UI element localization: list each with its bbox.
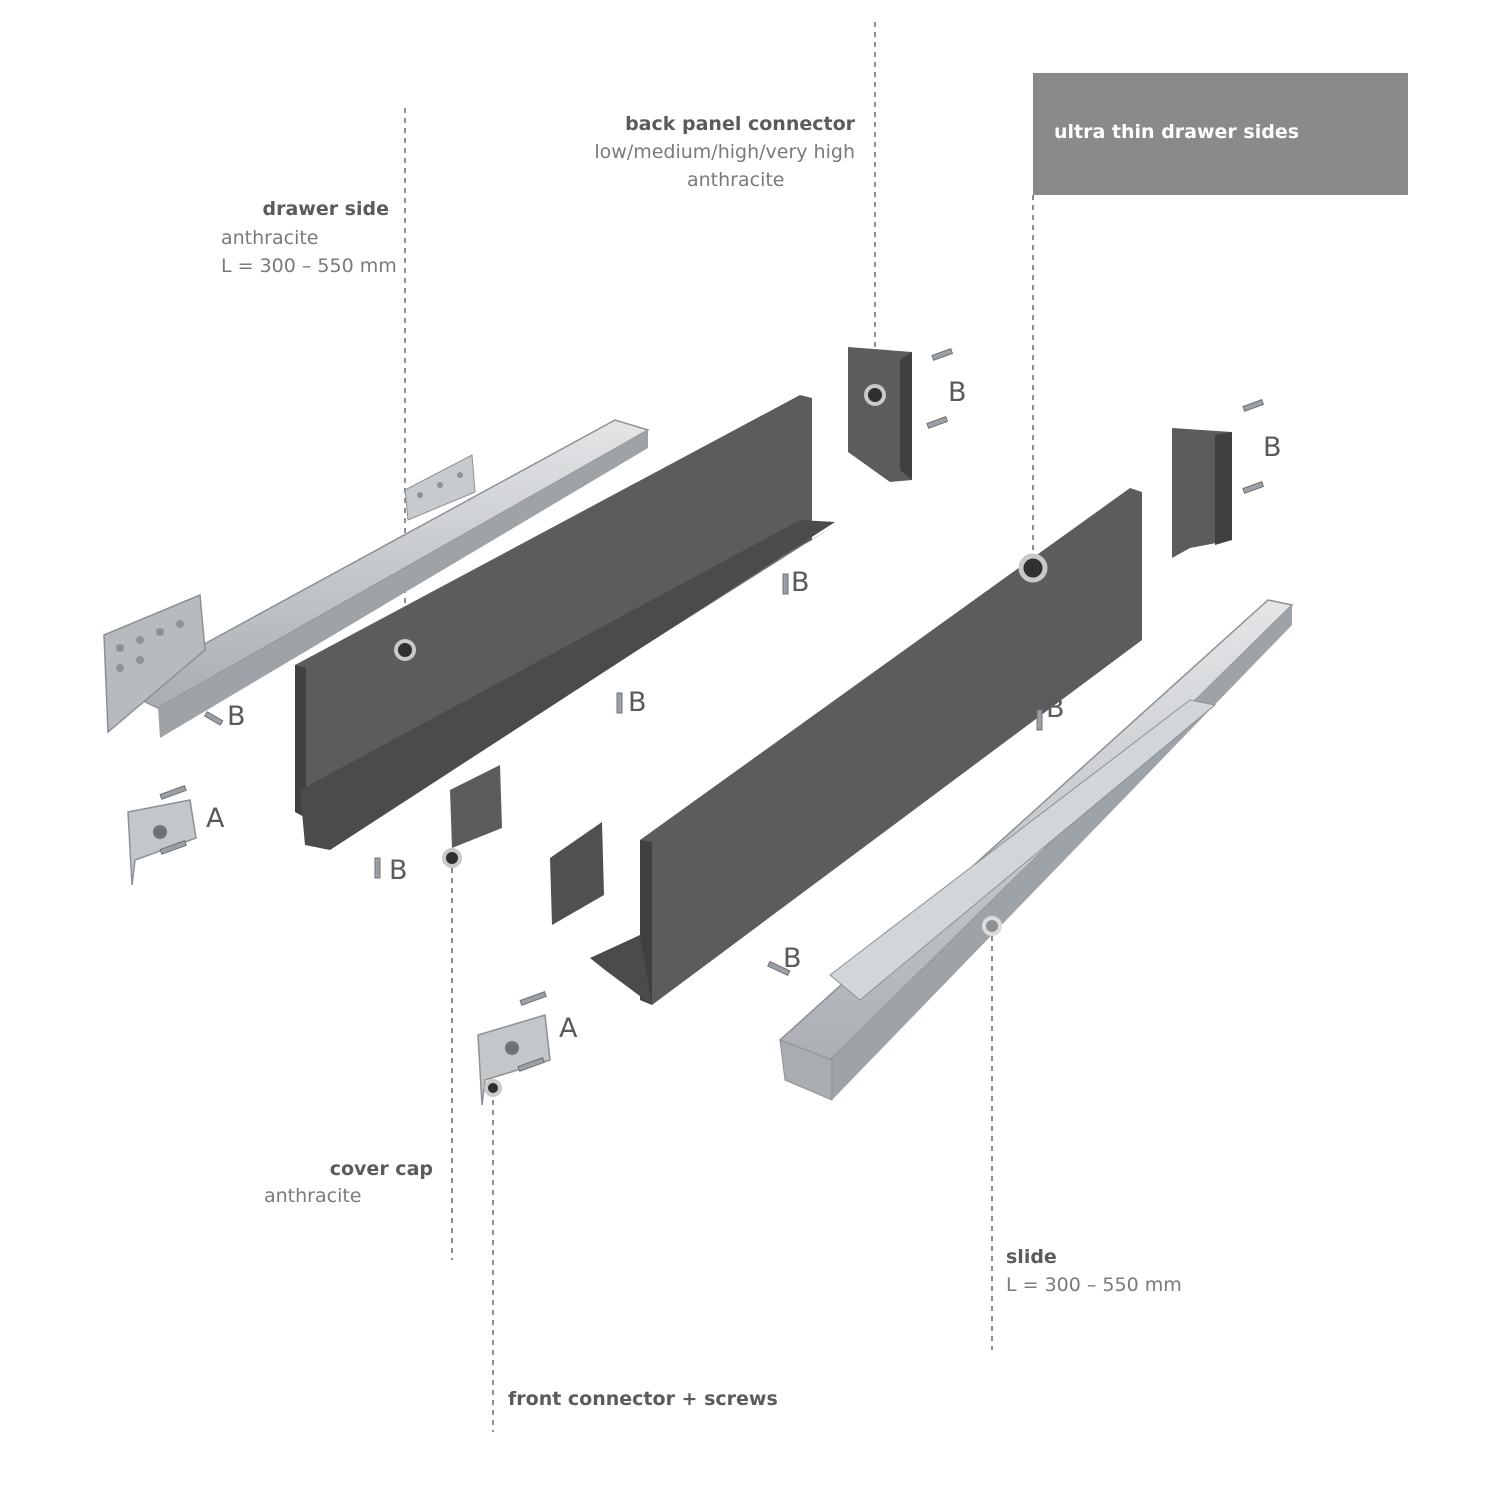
letter-a: A <box>559 1013 578 1044</box>
banner-text: ultra thin drawer sides <box>1054 121 1300 143</box>
back-panel-connector-label: back panel connector low/medium/high/ver… <box>594 113 855 163</box>
letter-b: B <box>948 377 967 408</box>
letter-b: B <box>1046 693 1065 724</box>
letter-b: B <box>227 701 246 732</box>
drawer-side-label: drawer side <box>262 198 389 220</box>
slide-callout-dot <box>982 916 1002 936</box>
front-connector-left <box>127 799 197 886</box>
drawer-side-callout-dot <box>394 639 416 661</box>
ultra-thin-callout-dot <box>1018 553 1048 583</box>
screw-icon <box>1242 399 1265 412</box>
cover-cap-with-logo <box>442 765 502 868</box>
slide-label: slide L = 300 – 550 mm <box>1006 1246 1182 1296</box>
cover-cap-plain <box>550 822 604 925</box>
right-drawer-side <box>590 488 1142 1005</box>
right-slide <box>778 599 1294 1101</box>
letter-b: B <box>783 943 802 974</box>
cover-cap-label: cover cap <box>329 1158 433 1180</box>
letter-a: A <box>206 803 225 834</box>
screw-icon <box>159 785 187 800</box>
ultra-thin-banner: ultra thin drawer sides <box>1033 73 1408 195</box>
left-back-connector <box>848 347 912 482</box>
screw-icon <box>1036 709 1043 731</box>
letter-b: B <box>628 687 647 718</box>
letter-b: B <box>791 567 810 598</box>
front-connector-label: front connector + screws <box>508 1388 778 1410</box>
screw-icon <box>159 840 187 855</box>
right-back-connector <box>1172 428 1232 558</box>
screw-icon <box>782 573 789 595</box>
letter-b: B <box>1263 432 1282 463</box>
screw-icon <box>517 1057 545 1072</box>
screw-icon <box>926 416 949 429</box>
cover-cap-color: anthracite <box>264 1185 362 1207</box>
letter-b: B <box>389 855 408 886</box>
screw-icon <box>931 348 954 361</box>
screw-icon <box>616 692 623 714</box>
drawer-side-details: anthracite L = 300 – 550 mm <box>221 227 397 277</box>
screw-icon <box>767 960 791 977</box>
screw-icon <box>204 711 224 726</box>
front-connector-right <box>477 1014 551 1106</box>
screw-icon <box>519 991 547 1006</box>
front-connector-callout-dot <box>484 1079 502 1097</box>
screw-icon <box>1242 481 1265 494</box>
back-panel-connector-color: anthracite <box>687 169 785 191</box>
left-slide <box>103 419 650 738</box>
cover-cap-callout-dot <box>442 848 462 868</box>
screw-icon <box>374 857 381 879</box>
left-drawer-side <box>295 395 835 850</box>
